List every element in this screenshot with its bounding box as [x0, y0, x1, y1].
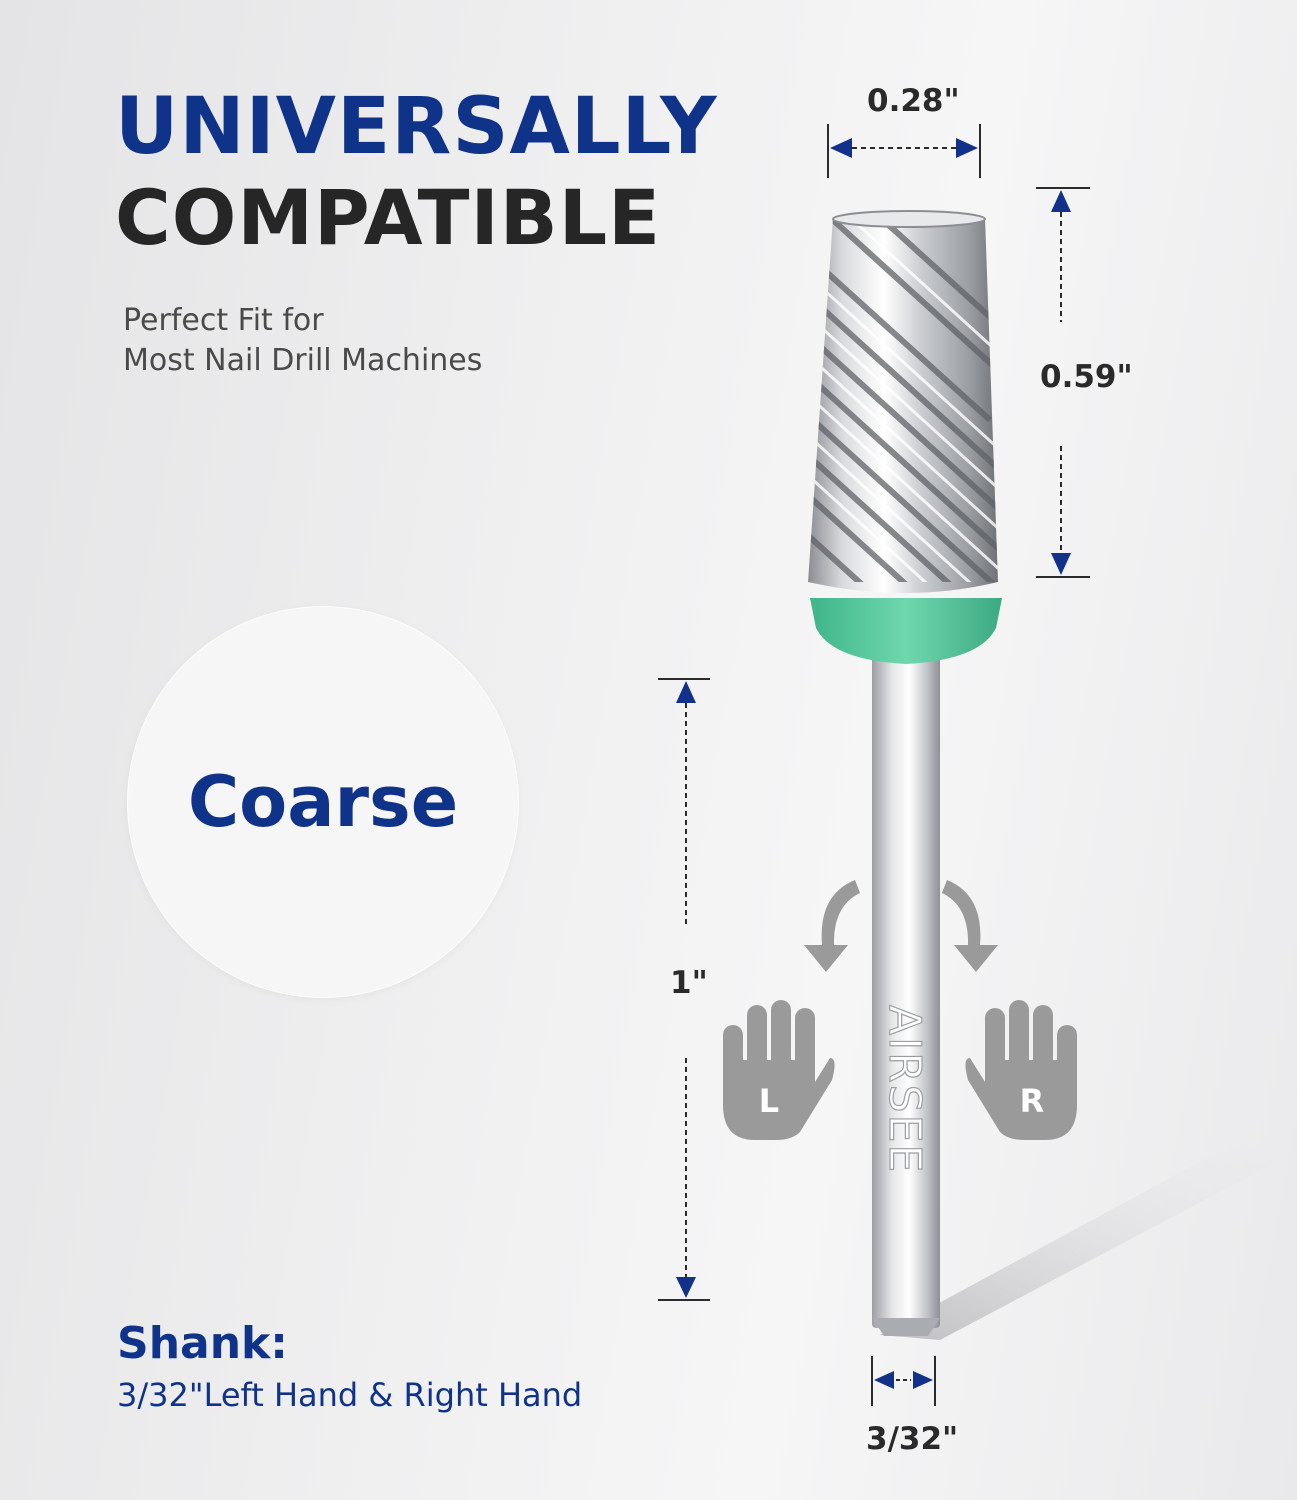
headline-line-2: COMPATIBLE: [115, 173, 662, 262]
left-hand-label: L: [759, 1082, 779, 1120]
shank-shaft: [872, 650, 940, 1328]
cutting-head: [808, 218, 998, 593]
right-hand-icon: [965, 1000, 1077, 1140]
brand-engraving: AIRSEE: [879, 1005, 930, 1174]
right-hand-label: R: [1020, 1082, 1045, 1120]
head-diameter-dimension: [827, 124, 981, 178]
shank-description: 3/32"Left Hand & Right Hand: [117, 1376, 583, 1414]
grit-badge: Coarse: [128, 607, 518, 997]
subtitle-line-2: Most Nail Drill Machines: [123, 343, 483, 378]
left-hand-icon: [723, 1000, 835, 1140]
bit-shadow: [880, 1140, 1280, 1340]
left-rotation-arrow-icon: [804, 880, 860, 972]
head-length-label: 0.59": [1040, 359, 1133, 395]
head-length-dimension: [1036, 187, 1090, 578]
grit-label: Coarse: [187, 761, 459, 843]
subtitle-line-1: Perfect Fit for: [123, 303, 324, 338]
head-diameter-label: 0.28": [867, 83, 960, 119]
shank-length-label: 1": [670, 965, 708, 1001]
shank-tip: [872, 1318, 940, 1336]
shank-diameter-dimension: [871, 1356, 936, 1406]
shank-length-dimension: [658, 678, 710, 1301]
right-rotation-arrow-icon: [942, 880, 998, 972]
rotation-arrows: [804, 880, 998, 972]
shank-heading: Shank:: [117, 1318, 288, 1369]
headline-line-1: UNIVERSALLY: [115, 82, 718, 172]
shank-diameter-label: 3/32": [866, 1421, 959, 1457]
grit-band: [810, 598, 1002, 664]
